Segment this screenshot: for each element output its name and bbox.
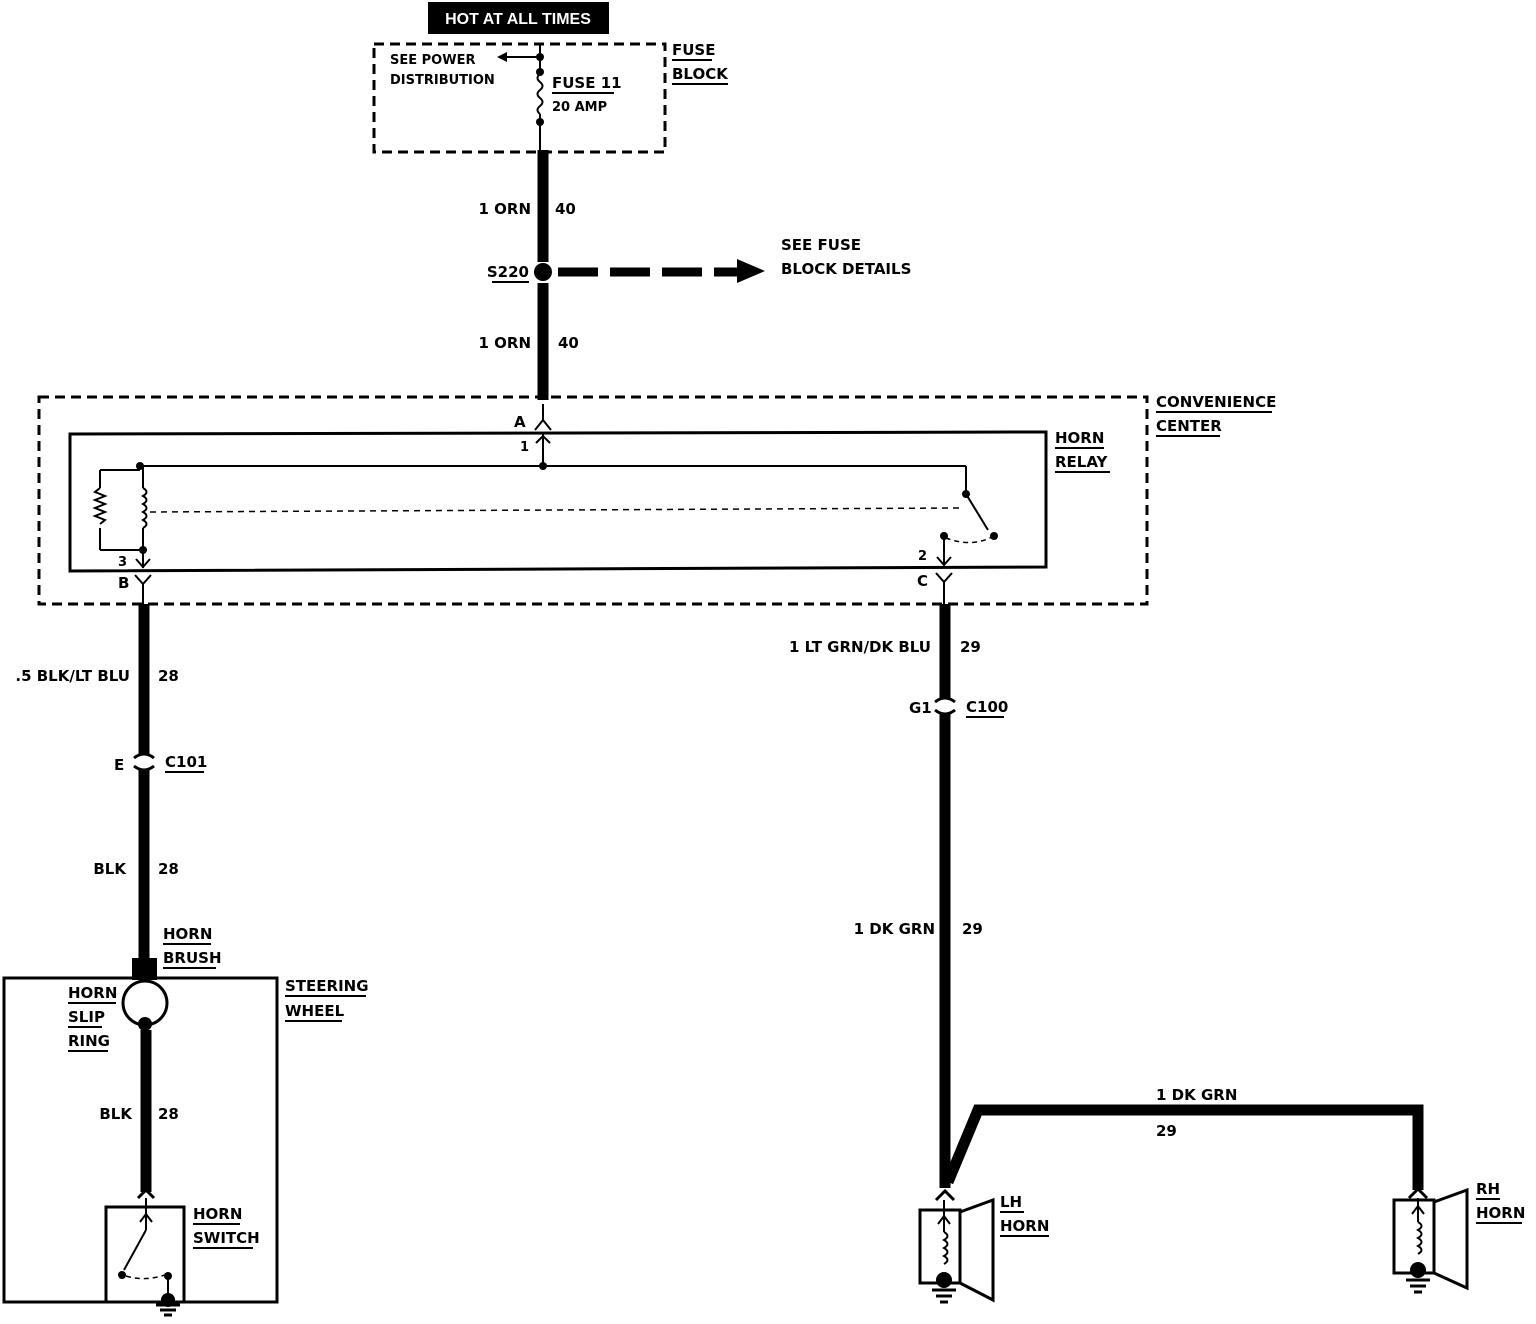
fuse-icon [536, 73, 544, 115]
lh-horn: LH HORN [918, 1188, 1049, 1304]
steering-wheel: STEERING WHEEL HORN SLIP RING BLK 28 HOR… [2, 976, 369, 1317]
convenience-center-line2: CENTER [1156, 417, 1222, 435]
feed-wire-upper-label: 1 ORN [478, 200, 531, 218]
left-wire3-label: BLK [99, 1105, 133, 1123]
lh-horn-coil-icon [941, 1231, 949, 1265]
convenience-center: CONVENIENCE CENTER [37, 393, 1276, 606]
c101-connector-icon [133, 752, 155, 760]
horn-relay-outline [68, 430, 1048, 573]
terminal-b-connector-icon [134, 574, 152, 586]
left-wire2-label: BLK [93, 860, 127, 878]
see-power-arrow-icon [497, 52, 507, 62]
slip-ring-line1: HORN [68, 984, 117, 1002]
left-wire1-label: .5 BLK/LT BLU [15, 667, 130, 685]
steering-wheel-line2: WHEEL [285, 1002, 345, 1020]
rh-horn-bell-icon [1433, 1187, 1469, 1291]
fuse-name: FUSE 11 [552, 74, 622, 92]
rh-horn: RH HORN [1392, 1180, 1525, 1294]
fuse-block-outline [372, 42, 667, 154]
c100-label: C100 [966, 698, 1008, 716]
convenience-center-line1: CONVENIENCE [1156, 393, 1276, 411]
pin-1-label: 1 [520, 440, 529, 455]
fuse-block-label-line1: FUSE [672, 41, 715, 59]
lh-horn-ground-icon [932, 1272, 956, 1304]
see-power-line1: SEE POWER [390, 53, 475, 68]
splice-note-line1: SEE FUSE [781, 236, 861, 254]
horn-switch-contact-icon [123, 1229, 147, 1271]
terminal-c-label: C [917, 572, 928, 590]
lh-horn-line2: HORN [1000, 1217, 1049, 1235]
right-wire2-label: 1 DK GRN [854, 920, 935, 938]
resistor-icon [92, 487, 108, 525]
see-power-line2: DISTRIBUTION [390, 73, 495, 88]
terminal-a-label: A [514, 413, 526, 431]
horn-brush-line1: HORN [163, 925, 212, 943]
rh-horn-line1: RH [1476, 1180, 1500, 1198]
slip-ring-line3: RING [68, 1032, 110, 1050]
c100-connector-icon [934, 696, 956, 704]
fuse-block-details-arrow-icon [737, 259, 765, 283]
terminal-a-connector-icon [534, 418, 552, 431]
c101-pin-label: E [114, 756, 124, 774]
horn-switch-line2: SWITCH [193, 1229, 260, 1247]
horn-relay-line2: RELAY [1055, 453, 1109, 471]
steering-wheel-line1: STEERING [285, 977, 369, 995]
feed-wire-lower-circuit: 40 [558, 334, 579, 352]
horn-brush-icon [132, 958, 157, 980]
fuse-rating: 20 AMP [552, 100, 607, 115]
c101-label: C101 [165, 753, 207, 771]
splice-note-line2: BLOCK DETAILS [781, 260, 911, 278]
feed-wire-lower-label: 1 ORN [478, 334, 531, 352]
terminal-c-connector-icon [935, 572, 953, 584]
right-wire2-circuit: 29 [962, 920, 983, 938]
lh-horn-bell-icon [959, 1197, 995, 1303]
slip-ring-line2: SLIP [68, 1008, 105, 1026]
left-wire3-circuit: 28 [158, 1105, 179, 1123]
relay-switch-contact-icon [965, 493, 989, 531]
hot-at-all-times-banner: HOT AT ALL TIMES [428, 2, 609, 34]
left-wire1-circuit: 28 [158, 667, 179, 685]
horn-relay-line1: HORN [1055, 429, 1104, 447]
fuse-block: FUSE BLOCK SEE POWER DISTRIBUTION FUSE 1… [372, 41, 729, 154]
ground-icon [156, 1293, 180, 1317]
right-wire3-circuit: 29 [1156, 1122, 1177, 1140]
relay-coil-icon [140, 487, 148, 529]
pin-2-label: 2 [918, 549, 927, 564]
rh-horn-coil-icon [1415, 1221, 1423, 1255]
banner-text: HOT AT ALL TIMES [445, 11, 591, 28]
fuse-block-label-line2: BLOCK [672, 65, 729, 83]
lh-horn-line1: LH [1000, 1193, 1022, 1211]
splice-name: S220 [487, 263, 529, 281]
right-wire1-circuit: 29 [960, 638, 981, 656]
convenience-center-outline [37, 395, 1149, 606]
feed-wire-orn-40: 1 ORN 40 S220 SEE FUSE BLOCK DETAILS 1 O… [478, 150, 911, 400]
pin-3-label: 3 [118, 555, 127, 570]
rh-horn-ground-icon [1406, 1262, 1430, 1294]
right-wire1-label: 1 LT GRN/DK BLU [789, 638, 931, 656]
horn-switch-line1: HORN [193, 1205, 242, 1223]
terminal-b-label: B [118, 574, 129, 592]
horn-brush-line2: BRUSH [163, 949, 222, 967]
right-branch: 1 LT GRN/DK BLU 29 G1 C100 1 DK GRN 29 1… [789, 582, 1424, 1190]
left-wire2-circuit: 28 [158, 860, 179, 878]
feed-wire-upper-circuit: 40 [555, 200, 576, 218]
splice-s220-dot [534, 263, 552, 281]
left-branch: .5 BLK/LT BLU 28 E C101 BLK 28 HORN BRUS… [15, 584, 222, 980]
c100-pin-label: G1 [909, 699, 932, 717]
rh-horn-line2: HORN [1476, 1204, 1525, 1222]
right-wire3-label: 1 DK GRN [1156, 1086, 1237, 1104]
horn-relay: HORN RELAY A 1 [68, 404, 1110, 592]
